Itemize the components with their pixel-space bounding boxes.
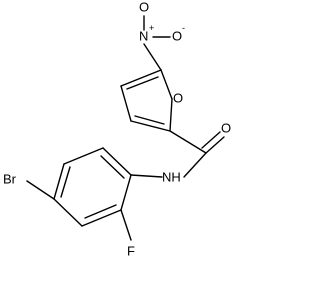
bond-n-c5 [143,43,162,71]
bond-c2-c3 [130,120,171,132]
bond-c2-carbonyl [169,130,207,154]
bond-b2-b3-inner [84,204,117,219]
bond-c4-c5-inner [126,76,159,90]
bond-b6-b1 [102,147,132,176]
atom-labels: O N + O - O O NH F Br [3,0,231,258]
bond-furan-o-c2 [169,98,173,132]
bond-carbonyl-o-b [201,131,221,149]
nitro-positive-charge: + [149,23,154,33]
nitro-oxygen-right-label: O [172,28,182,43]
bond-b4-b5-inner [60,166,71,198]
furan-oxygen-label: O [173,90,183,105]
bond-c2-c3-inner [134,115,165,125]
amide-nh-label: NH [162,169,181,184]
chemical-structure: O N + O - O O NH F Br [3,0,231,258]
bond-b5-b6 [63,147,104,165]
bond-b2-b3 [81,209,122,227]
bond-n-aryl [130,174,163,178]
bromine-label: Br [3,171,17,186]
bonds [26,15,225,241]
bond-c4-c5 [120,69,162,87]
carbonyl-oxygen-label: O [221,120,231,135]
fluorine-label: F [127,243,135,258]
bond-b3-b4 [53,198,83,227]
nitro-negative-charge: - [182,23,185,33]
bond-carbonyl-n [183,152,207,178]
bond-carbonyl-o-a [205,136,225,154]
bond-b1-b2 [120,174,132,211]
nitro-oxygen-top-label: O [139,0,149,14]
nitro-nitrogen-label: N [139,28,148,43]
bond-c5-furan-o [160,69,173,100]
bond-b6-b1-inner [100,155,125,179]
bond-b2-f [120,209,132,241]
bond-b4-b5 [53,163,65,200]
bond-b4-br [26,180,55,200]
bond-c3-c4 [120,85,132,122]
